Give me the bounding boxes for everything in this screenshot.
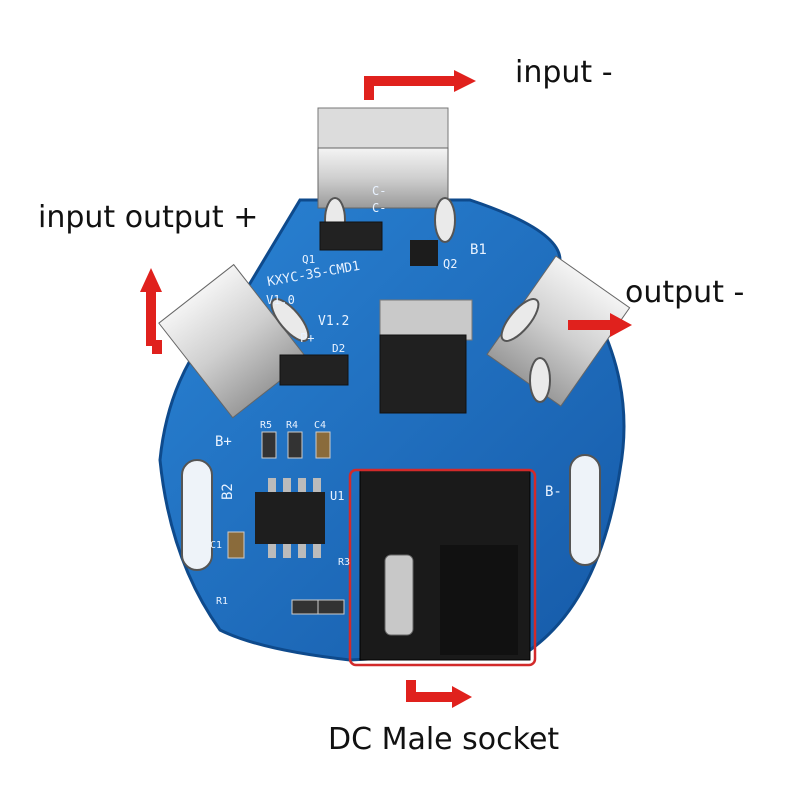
mounting-slot-left (181, 459, 213, 571)
silk-c4: C4 (314, 420, 326, 431)
resistor-small-1 (291, 599, 319, 615)
input-output-plus-label: input output + (38, 200, 259, 235)
silk-r4: R4 (286, 420, 298, 431)
cap-c4 (315, 431, 331, 459)
output-minus-label: output - (625, 275, 745, 310)
silk-b2: B2 (220, 483, 236, 500)
cap-c1 (227, 531, 245, 559)
silk-r1: R1 (216, 596, 228, 607)
dc-socket-highlight-box (348, 468, 537, 667)
slot-small-2 (434, 197, 456, 243)
slot-small-5 (529, 357, 551, 403)
silk-c-minus-2: C- (372, 201, 386, 215)
mounting-slot-right (569, 454, 601, 566)
arrow-input-minus (364, 70, 476, 100)
arrow-output-minus (568, 313, 632, 337)
diode-d2 (279, 354, 349, 386)
transistor-q2 (410, 240, 438, 266)
silk-q2: Q2 (443, 257, 457, 271)
input-minus-label: input - (515, 55, 613, 90)
silk-ver-left: V1.0 (266, 293, 295, 307)
silk-b-minus: B- (545, 484, 562, 500)
terminal-input-output-plus (158, 263, 309, 419)
slot-small-3 (270, 298, 310, 342)
resistor-r5 (261, 431, 277, 459)
silk-c1: C1 (210, 540, 222, 551)
mosfet (379, 299, 473, 414)
silk-r3: R3 (338, 557, 350, 568)
terminal-input-minus (317, 107, 449, 209)
arrow-input-output-plus (140, 268, 162, 354)
diode-d1 (319, 221, 383, 251)
slot-small-4 (500, 298, 540, 342)
silk-p-plus: P+ (300, 331, 314, 345)
resistor-small-2 (317, 599, 345, 615)
arrow-dc-socket (406, 680, 472, 708)
silk-c-minus-1: C- (372, 184, 386, 198)
silk-q1: Q1 (302, 253, 315, 266)
dc-male-socket (359, 469, 531, 661)
silk-u1: U1 (330, 489, 344, 503)
silk-r5: R5 (260, 420, 272, 431)
silk-b-plus: B+ (215, 434, 232, 450)
resistor-r4 (287, 431, 303, 459)
silk-ver-mid: V1.2 (318, 314, 349, 329)
dc-male-socket-label: DC Male socket (328, 722, 560, 757)
silk-b1: B1 (470, 242, 487, 258)
silk-d2: D2 (332, 342, 345, 355)
ic-u1 (255, 478, 325, 558)
